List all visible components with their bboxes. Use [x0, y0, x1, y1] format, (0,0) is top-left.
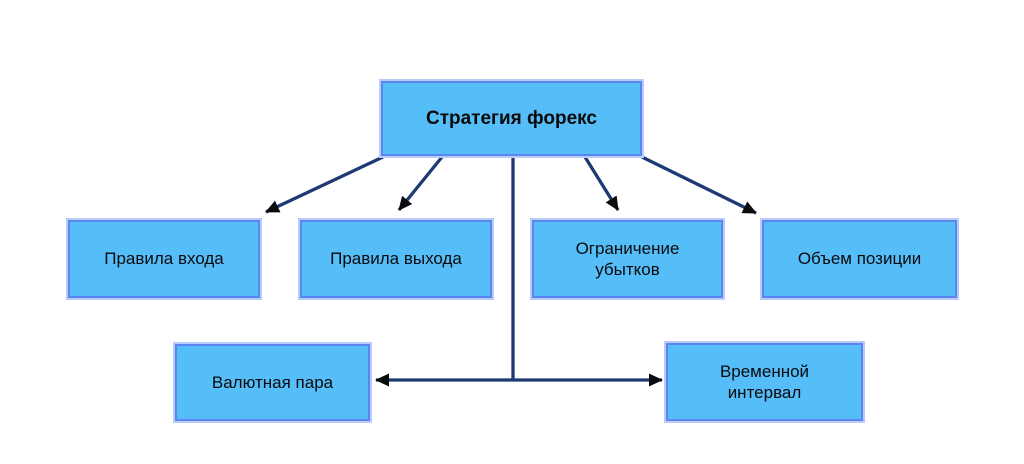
- node-entry-rules-label: Правила входа: [104, 249, 224, 269]
- node-time-interval-label: Временной интервал: [719, 361, 810, 402]
- connector-strategy-to-entry-rules: [265, 155, 384, 214]
- node-exit-rules-label: Правила выхода: [330, 249, 462, 269]
- node-currency-pair-label: Валютная пара: [211, 372, 334, 392]
- node-strategy-label: Стратегия форекс: [425, 107, 597, 129]
- node-position-size-label: Объем позиции: [797, 249, 922, 269]
- node-strategy: Стратегия форекс: [381, 81, 642, 156]
- connector-strategy-to-loss-limit: [583, 156, 620, 211]
- node-position-size: Объем позиции: [762, 220, 957, 298]
- node-exit-rules: Правила выхода: [300, 220, 492, 298]
- node-loss-limit: Ограничение убытков: [532, 220, 723, 298]
- connector-strategy-to-position-size: [641, 155, 757, 215]
- node-time-interval: Временной интервал: [666, 343, 863, 421]
- connector-strategy-to-exit-rules: [397, 155, 444, 212]
- node-currency-pair: Валютная пара: [175, 344, 370, 421]
- node-loss-limit-label: Ограничение убытков: [575, 238, 680, 279]
- node-entry-rules: Правила входа: [68, 220, 260, 298]
